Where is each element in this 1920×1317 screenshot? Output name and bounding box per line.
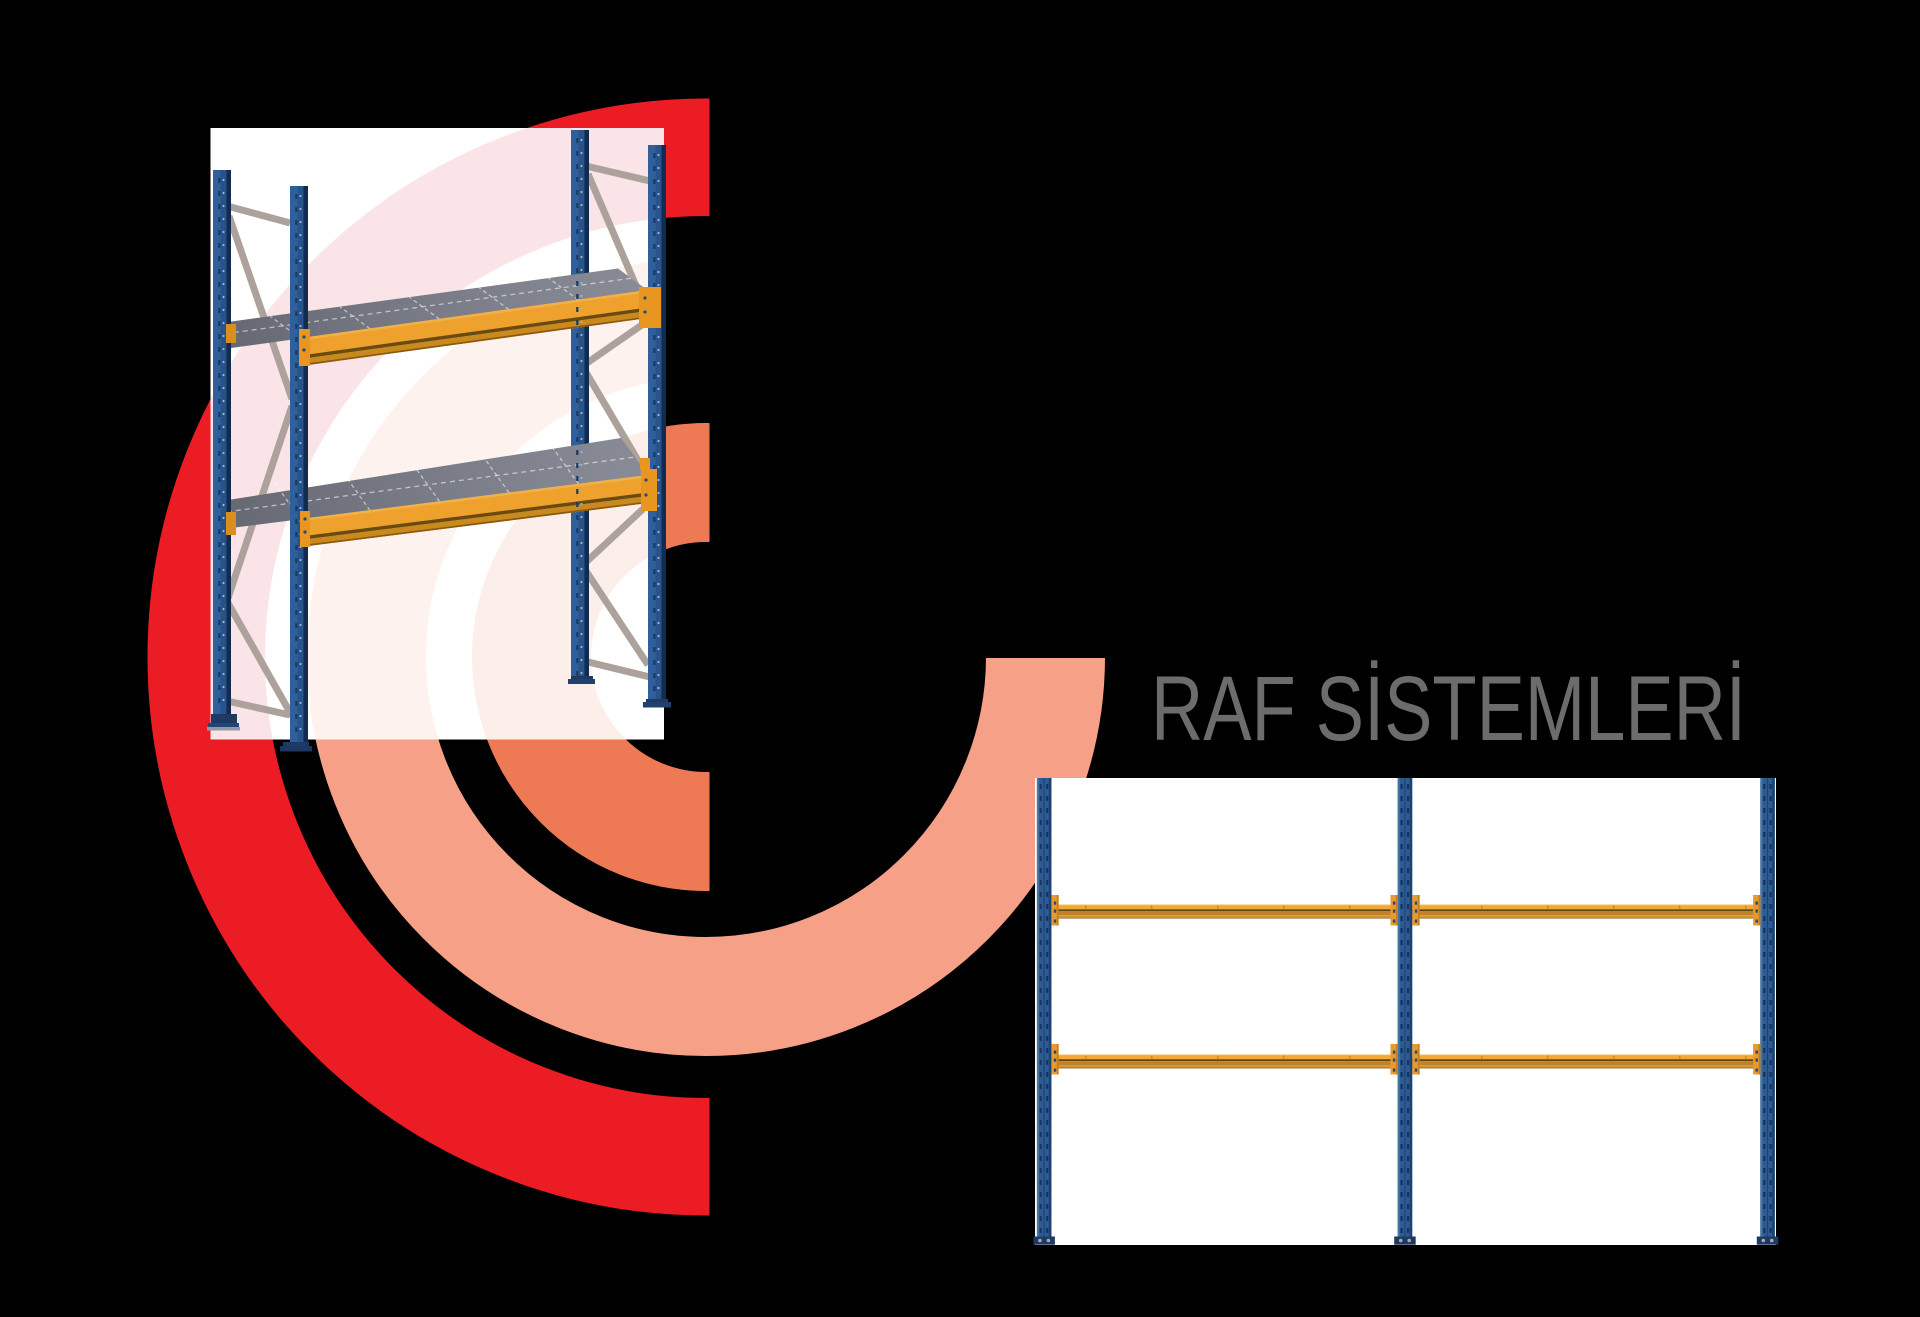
svg-text:RAF SİSTEMLERİ: RAF SİSTEMLERİ [1151,658,1746,760]
